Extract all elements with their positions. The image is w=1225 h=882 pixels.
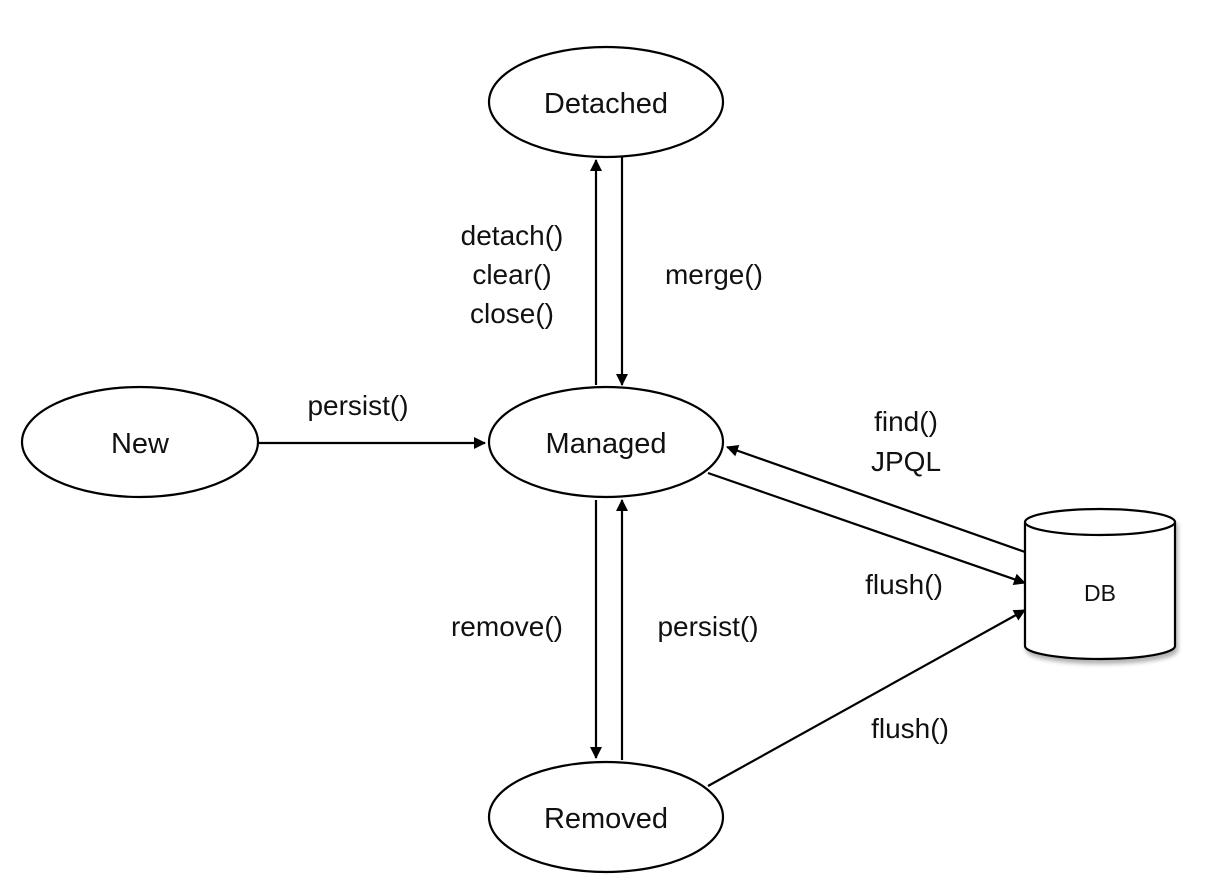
persist-removed-label: persist() (657, 611, 758, 642)
flush-removed-edge (707, 609, 1026, 787)
persist-new-label: persist() (307, 390, 408, 421)
node-new: New (20, 385, 260, 499)
detach-label-1: detach() (461, 220, 564, 251)
detach-label-2: clear() (472, 259, 551, 290)
find-label-1: find() (874, 406, 938, 437)
node-detached-label: Detached (544, 88, 668, 120)
find-edge (726, 444, 1026, 554)
flush-managed-edge (707, 471, 1026, 586)
find-label-2: JPQL (871, 446, 941, 477)
node-managed-label: Managed (546, 428, 667, 460)
node-db (1023, 507, 1177, 661)
node-removed: Removed (487, 760, 725, 874)
node-managed: Managed (487, 385, 725, 499)
node-db-label: DB (1084, 580, 1116, 606)
flush-managed-label: flush() (865, 569, 943, 600)
remove-label: remove() (451, 611, 563, 642)
merge-label: merge() (665, 259, 763, 290)
node-removed-label: Removed (544, 803, 668, 835)
detach-label-3: close() (470, 298, 554, 329)
flush-removed-label: flush() (871, 713, 949, 744)
db-cylinder-icon (1023, 507, 1177, 661)
node-detached: Detached (487, 45, 725, 159)
node-new-label: New (111, 428, 170, 460)
